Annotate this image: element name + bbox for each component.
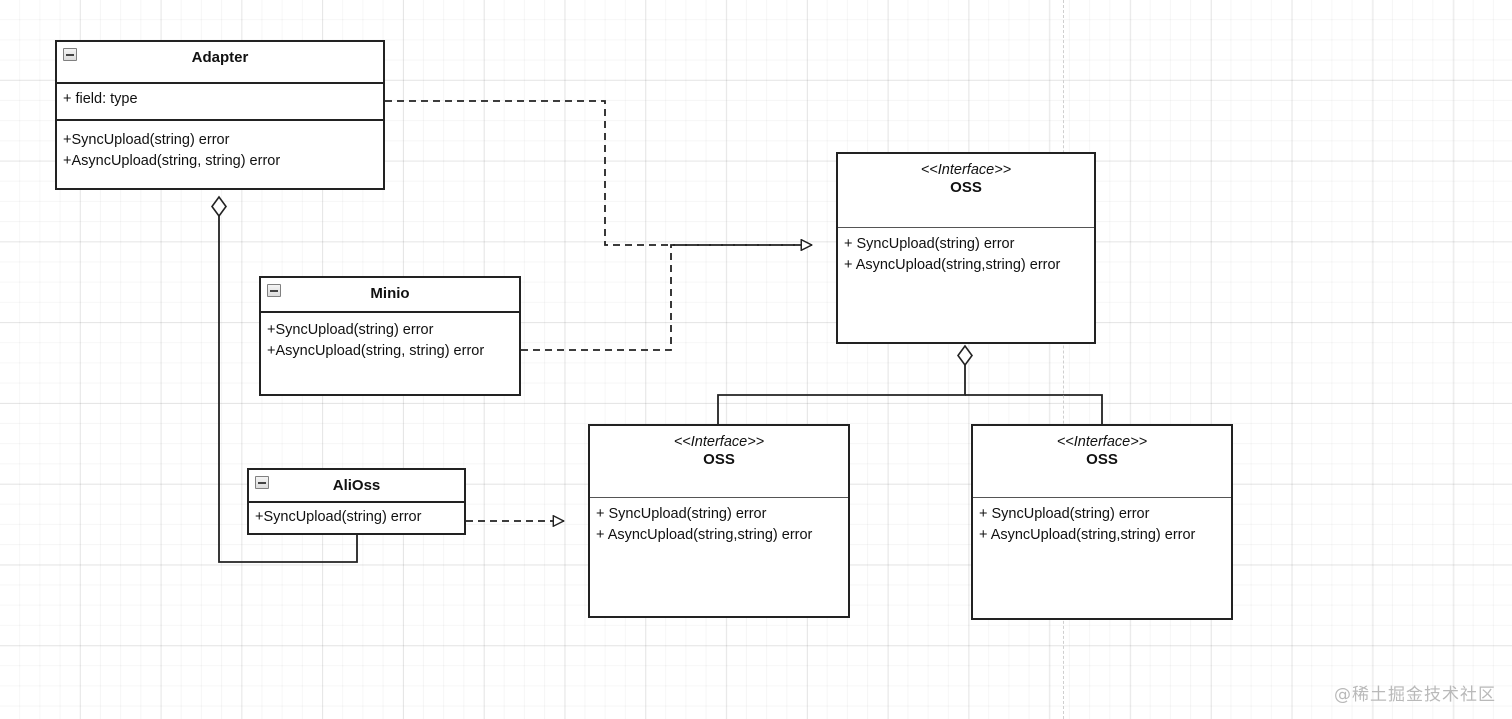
class-name-alioss: AliOss xyxy=(332,477,381,494)
class-name-adapter: Adapter xyxy=(191,49,249,66)
operations-compartment-oss-top: + SyncUpload(string) error + AsyncUpload… xyxy=(838,228,1094,280)
aggregation-diamond-adapter xyxy=(211,195,227,218)
operation-row: + SyncUpload(string) error xyxy=(596,506,767,522)
class-box-minio[interactable]: Minio +SyncUpload(string) error +AsyncUp… xyxy=(259,276,521,396)
interface-name-oss-center: OSS xyxy=(703,451,735,468)
operation-row: +SyncUpload(string) error xyxy=(267,322,434,338)
operations-compartment-alioss: +SyncUpload(string) error xyxy=(249,503,464,532)
interface-box-oss-right[interactable]: <<Interface>> OSS + SyncUpload(string) e… xyxy=(971,424,1233,620)
stereotype-label: <<Interface>> xyxy=(920,162,1012,178)
stereotype-label: <<Interface>> xyxy=(1056,434,1148,450)
operations-compartment-minio: +SyncUpload(string) error +AsyncUpload(s… xyxy=(261,313,519,366)
operations-compartment-oss-right: + SyncUpload(string) error + AsyncUpload… xyxy=(973,498,1231,550)
collapse-minus-icon[interactable] xyxy=(255,476,269,489)
class-name-minio: Minio xyxy=(370,285,410,302)
operation-row: +AsyncUpload(string, string) error xyxy=(267,343,485,359)
interface-header-oss-top: <<Interface>> OSS xyxy=(838,154,1094,228)
edge-minio-realizes-oss-top xyxy=(521,245,812,351)
collapse-minus-icon[interactable] xyxy=(63,48,77,61)
operations-compartment-adapter: +SyncUpload(string) error +AsyncUpload(s… xyxy=(57,119,383,176)
stereotype-label: <<Interface>> xyxy=(673,434,765,450)
class-box-adapter[interactable]: Adapter + field: type +SyncUpload(string… xyxy=(55,40,385,190)
operation-row: +SyncUpload(string) error xyxy=(63,132,230,148)
operation-row: +SyncUpload(string) error xyxy=(255,509,422,525)
interface-header-oss-center: <<Interface>> OSS xyxy=(590,426,848,498)
attributes-compartment-adapter: + field: type xyxy=(57,84,383,119)
edge-adapter-realizes-oss-top xyxy=(385,100,812,245)
watermark: @稀土掘金技术社区 xyxy=(1334,685,1496,705)
class-header-adapter: Adapter xyxy=(57,42,383,84)
operation-row: + SyncUpload(string) error xyxy=(844,236,1015,252)
operation-row: + AsyncUpload(string,string) error xyxy=(844,257,1061,273)
class-box-alioss[interactable]: AliOss +SyncUpload(string) error xyxy=(247,468,466,535)
collapse-minus-icon[interactable] xyxy=(267,284,281,297)
operation-row: + AsyncUpload(string,string) error xyxy=(596,527,813,543)
operation-row: +AsyncUpload(string, string) error xyxy=(63,153,281,169)
interface-box-oss-center[interactable]: <<Interface>> OSS + SyncUpload(string) e… xyxy=(588,424,850,618)
edge-oss-top-aggregates-children xyxy=(717,344,1103,424)
class-header-minio: Minio xyxy=(261,278,519,313)
attribute-row: + field: type xyxy=(63,91,138,107)
operation-row: + AsyncUpload(string,string) error xyxy=(979,527,1196,543)
aggregation-diamond-oss-top xyxy=(957,344,973,367)
interface-header-oss-right: <<Interface>> OSS xyxy=(973,426,1231,498)
interface-name-oss-right: OSS xyxy=(1086,451,1118,468)
vertical-guide-line xyxy=(1063,0,1064,719)
class-header-alioss: AliOss xyxy=(249,470,464,503)
operation-row: + SyncUpload(string) error xyxy=(979,506,1150,522)
operations-compartment-oss-center: + SyncUpload(string) error + AsyncUpload… xyxy=(590,498,848,550)
interface-box-oss-top[interactable]: <<Interface>> OSS + SyncUpload(string) e… xyxy=(836,152,1096,344)
interface-name-oss-top: OSS xyxy=(950,179,982,196)
